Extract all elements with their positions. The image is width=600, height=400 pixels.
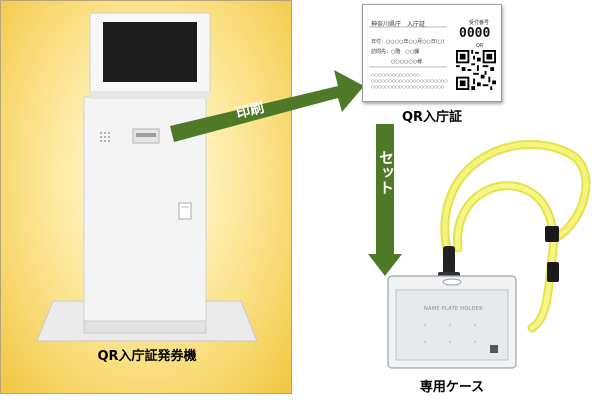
card-rules [369,26,447,68]
case-label: 専用ケース [419,380,485,395]
card-label: QR入庁証 [401,110,463,125]
qr-pass-card: 神奈川県庁 入庁証 受付番号 0000 QR 日付：○○○○年○○月○○日(○)… [362,4,502,102]
qr-code-icon [456,50,496,90]
kiosk-panel: QR入庁証発券機 [0,0,292,394]
qr-caption: QR [476,43,484,49]
kiosk-label: QR入庁証発券機 [97,349,197,364]
ticket-caption: 受付番号 [469,20,490,26]
set-arrow-label: セット [377,150,395,195]
note-line-3: ○○○○○○○○○○○○○○○○○○○○○ [371,84,445,89]
card-title: 神奈川県庁 入庁証 [371,21,426,28]
note-line-1: ○○○○○○○○○○○○○○ [371,72,420,77]
ticket-number: 0000 [459,26,491,41]
kiosk-illustration [36,12,258,342]
case-plate-text: NAME PLATE HOLDER [424,306,484,312]
date-line: 日付：○○○○年○○月○○日(○) [371,39,445,45]
note-line-2: ○○○○○○○○○○○○○○○○○○○○○○ [371,78,448,83]
name-line: ○○○○○○様 [391,59,423,65]
visit-line: 訪問先：○階 ○○課 [371,49,420,55]
